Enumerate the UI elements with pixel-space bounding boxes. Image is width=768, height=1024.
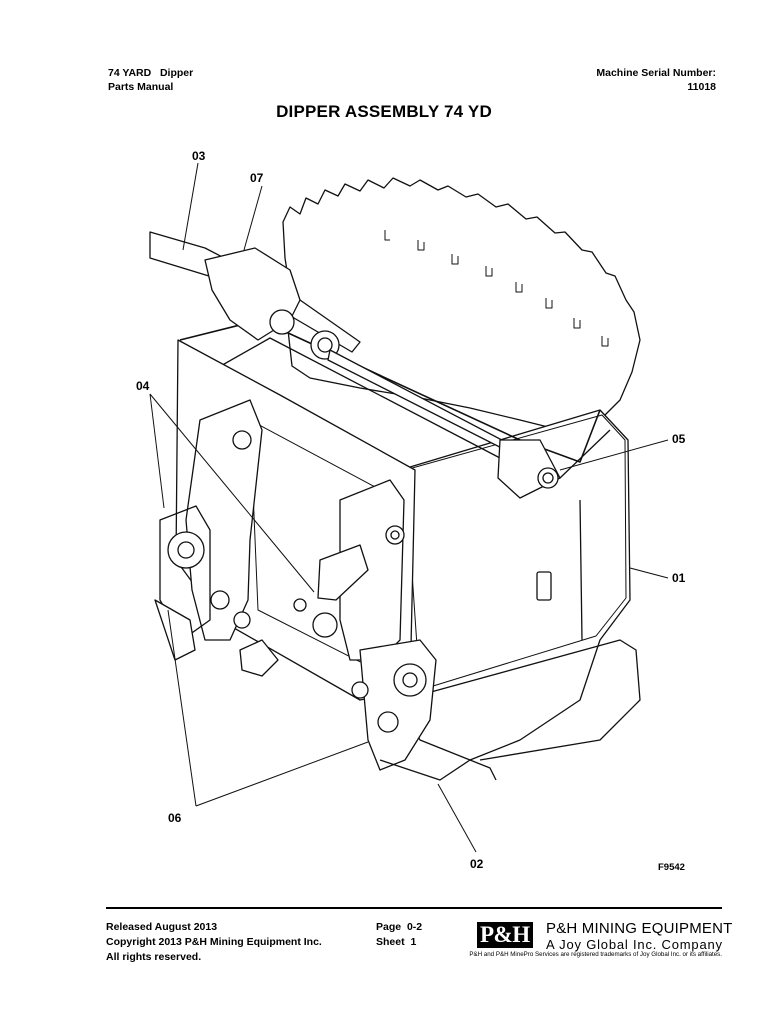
callout-04: 04 xyxy=(136,379,150,393)
serial-label: Machine Serial Number: xyxy=(596,67,716,79)
footer-left: Released August 2013 Copyright 2013 P&H … xyxy=(106,920,322,965)
company-logo: P&H xyxy=(477,922,533,948)
callout-02: 02 xyxy=(470,857,484,871)
page-label: Page xyxy=(376,921,402,933)
company-name: P&H MINING EQUIPMENT xyxy=(546,920,733,937)
company-block: P&H MINING EQUIPMENT A Joy Global Inc. C… xyxy=(546,920,733,953)
release-date: Released August 2013 xyxy=(106,921,218,933)
sheet-label: Sheet xyxy=(376,936,405,948)
header-left: 74 YARD Dipper Parts Manual xyxy=(108,66,193,94)
trademark-notice: P&H and P&H MinePro Services are registe… xyxy=(469,951,722,958)
callout-06: 06 xyxy=(168,811,182,825)
callout-03: 03 xyxy=(192,149,206,163)
callout-05: 05 xyxy=(672,432,686,446)
rights-text: All rights reserved. xyxy=(106,951,202,963)
page-number: 0-2 xyxy=(406,921,423,933)
header-right: Machine Serial Number: 11018 xyxy=(596,66,716,94)
copyright-text: Copyright 2013 P&H Mining Equipment Inc. xyxy=(106,936,322,948)
footer-rule xyxy=(106,907,722,909)
callout-01: 01 xyxy=(672,571,686,585)
figure-number: F9542 xyxy=(658,862,685,873)
serial-value: 11018 xyxy=(687,81,716,93)
callout-07: 07 xyxy=(250,171,264,185)
page-title: DIPPER ASSEMBLY 74 YD xyxy=(276,102,492,121)
dipper-assembly-drawing: 03 07 04 05 01 06 02 xyxy=(136,149,686,871)
doc-subtitle: Parts Manual xyxy=(108,81,174,93)
page-sheet-info: Page 0-2 Sheet 1 xyxy=(376,920,422,950)
sheet-number: 1 xyxy=(410,936,417,948)
company-subtitle: A Joy Global Inc. Company xyxy=(546,937,723,952)
doc-title: 74 YARD Dipper xyxy=(108,67,194,79)
